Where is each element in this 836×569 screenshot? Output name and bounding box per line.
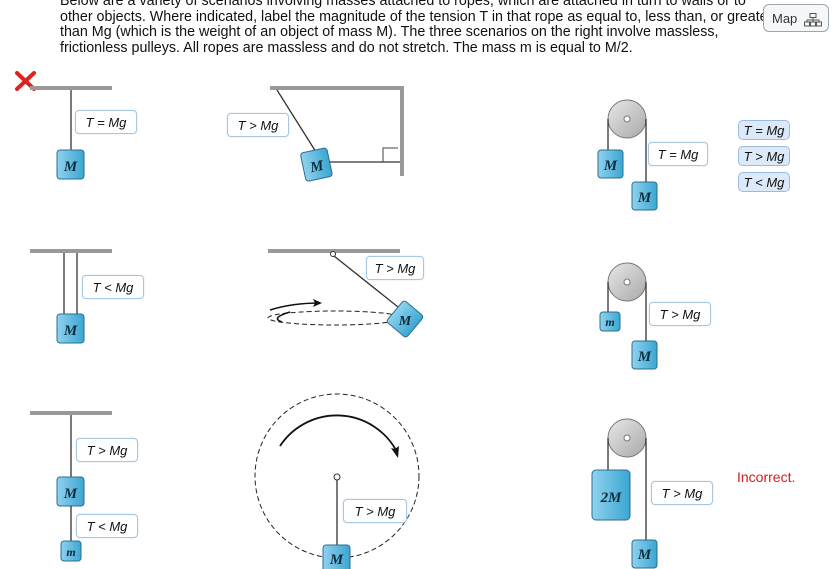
mass-block-small: m: [599, 311, 621, 332]
svg-text:M: M: [603, 158, 618, 174]
svg-text:M: M: [329, 552, 344, 568]
scenario-conical-pendulum: M: [267, 249, 424, 338]
scenario-stacked-masses: M m: [30, 411, 112, 562]
tension-label-s8[interactable]: T > Mg: [343, 499, 407, 523]
mass-block: M: [300, 147, 333, 182]
svg-text:M: M: [637, 349, 652, 365]
mass-block: M: [56, 313, 85, 344]
svg-text:M: M: [308, 158, 326, 177]
scenario-vertical-circle: M: [254, 393, 420, 569]
mass-block: M: [631, 539, 658, 569]
tension-label-s6[interactable]: T > Mg: [649, 302, 711, 326]
tension-label-s3[interactable]: T = Mg: [648, 142, 708, 166]
svg-text:M: M: [63, 323, 78, 339]
tension-label-s7a[interactable]: T > Mg: [76, 438, 138, 462]
scenario-two-ropes-wall: M: [270, 86, 404, 182]
svg-text:2M: 2M: [600, 490, 623, 506]
tension-label-s2[interactable]: T > Mg: [227, 113, 289, 137]
mass-block: M: [56, 476, 85, 507]
scenario-pulley-m-M: m M: [599, 262, 658, 370]
instructions-text: Below are a variety of scenarios involvi…: [60, 0, 773, 56]
scenario-two-vertical-ropes: M: [30, 249, 112, 344]
answer-chip-less[interactable]: T < Mg: [738, 172, 790, 192]
mass-block: M: [56, 149, 85, 180]
svg-text:M: M: [398, 314, 412, 329]
mass-block-small: m: [60, 540, 82, 562]
answer-chip-greater[interactable]: T > Mg: [738, 146, 790, 166]
answer-chip-equal[interactable]: T = Mg: [738, 120, 790, 140]
map-button[interactable]: Map: [763, 4, 829, 32]
scenario-pulley-equal: M M: [597, 99, 658, 211]
svg-text:M: M: [63, 159, 78, 175]
svg-text:M: M: [63, 486, 78, 502]
mass-block-large: 2M: [591, 469, 631, 521]
scenario-single-hanging: M: [30, 86, 112, 180]
map-button-label: Map: [772, 11, 798, 26]
mass-block: M: [631, 340, 658, 370]
tension-label-s7b[interactable]: T < Mg: [76, 514, 138, 538]
svg-text:m: m: [66, 545, 75, 559]
tension-label-s5[interactable]: T > Mg: [366, 256, 424, 280]
svg-text:m: m: [605, 315, 614, 329]
mass-block-right: M: [631, 181, 658, 211]
mass-block: M: [386, 300, 424, 338]
svg-text:M: M: [637, 190, 652, 206]
sitemap-icon: [804, 13, 822, 27]
mass-block: M: [322, 544, 351, 569]
mass-block-left: M: [597, 149, 624, 179]
tension-label-s1[interactable]: T = Mg: [75, 110, 137, 134]
feedback-message: Incorrect.: [737, 469, 796, 485]
tension-label-s9[interactable]: T > Mg: [651, 481, 713, 505]
tension-label-s4[interactable]: T < Mg: [82, 275, 144, 299]
svg-text:M: M: [637, 547, 652, 563]
scenario-pulley-2M-M: 2M M: [591, 418, 658, 569]
